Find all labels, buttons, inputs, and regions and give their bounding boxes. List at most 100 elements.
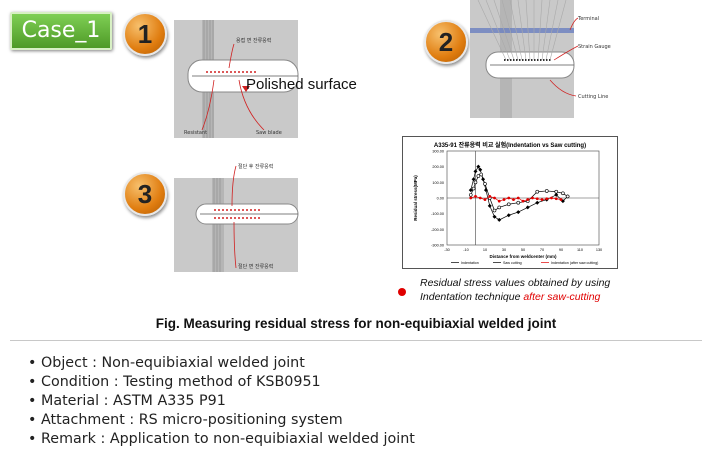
case-label: Case_1 <box>10 12 112 50</box>
chart-point <box>479 172 483 177</box>
chart-y-tick-label: -100.00 <box>431 212 444 216</box>
chart-point <box>526 198 530 201</box>
legend-note: Residual stress values obtained by using… <box>420 276 610 304</box>
section-divider <box>10 340 702 341</box>
info-bullet-list: Object : Non-equibiaxial welded joint Co… <box>28 354 415 449</box>
figure-caption: Fig. Measuring residual stress for non-e… <box>155 316 557 331</box>
chart-y-axis-label: Residual stress(MPa) <box>413 175 418 221</box>
chart-x-tick-label: 10 <box>483 248 487 252</box>
chart-point <box>473 169 478 174</box>
chart-point <box>535 189 540 194</box>
chart-point <box>559 198 563 201</box>
diagram-3-specimen: 절단 후 잔류응력 절단 면 잔류응력 <box>174 160 384 272</box>
chart-y-tick-label: -300.00 <box>431 244 444 248</box>
bullet-material: Material : ASTM A335 P91 <box>28 392 415 411</box>
chart-x-tick-label: -30 <box>444 248 450 252</box>
chart-point <box>554 192 559 197</box>
chart-point <box>506 202 511 207</box>
legend-note-line1: Residual stress values obtained by using <box>420 277 611 289</box>
diagram-2-label-cutting-line: Cutting Line <box>578 94 608 100</box>
chart-point <box>473 180 478 185</box>
chart-point <box>474 195 477 198</box>
polished-surface-label: Polished surface <box>246 76 357 93</box>
chart-point <box>468 188 473 193</box>
chart-x-tick-label: 110 <box>577 248 583 252</box>
chart-point <box>507 196 511 200</box>
chart-point <box>531 196 534 200</box>
chart-point <box>478 167 483 172</box>
chart-point <box>550 196 553 200</box>
chart-series-line <box>470 174 568 212</box>
diagram-1-label-left: Resistant <box>184 130 207 136</box>
chart-y-tick-label: 300.00 <box>432 150 444 154</box>
diagram-2-specimen: Terminal Strain Gauge Cutting Line <box>470 0 620 118</box>
chart-point <box>468 193 473 197</box>
chart-legend-entry: Indentation <box>461 261 479 265</box>
chart-x-tick-label: 50 <box>521 248 525 252</box>
legend-note-line2-prefix: Indentation technique <box>420 291 524 303</box>
chart-point <box>545 197 549 201</box>
chart-point <box>535 197 539 201</box>
chart-point <box>488 195 492 198</box>
bullet-remark: Remark : Application to non-equibiaxial … <box>28 430 415 449</box>
chart-point <box>487 203 492 208</box>
chart-point <box>492 208 497 213</box>
chart-point <box>502 198 506 201</box>
diagram-1-specimen: 용접 면 잔류응력 Resistant Saw blade <box>174 20 384 138</box>
chart-point <box>497 205 502 210</box>
chart-legend-entry: Indentation (after saw cutting) <box>551 261 598 265</box>
chart-point <box>554 189 559 194</box>
chart-point <box>516 196 520 200</box>
chart-point <box>544 189 549 193</box>
chart-point <box>516 200 521 205</box>
step-number-3: 3 <box>123 172 167 216</box>
chart-title: A335-91 잔류응력 비교 실험(Indentation vs Saw cu… <box>434 141 586 149</box>
chart-x-tick-label: -10 <box>463 248 469 252</box>
chart-point <box>476 164 481 169</box>
diagram-2-label-strain-gauge: Strain Gauge <box>578 44 611 50</box>
chart-y-tick-label: 0.00 <box>437 197 444 201</box>
chart-point <box>554 197 558 201</box>
chart-y-tick-label: -200.00 <box>431 228 444 232</box>
residual-stress-chart: A335-91 잔류응력 비교 실험(Indentation vs Saw cu… <box>402 136 618 269</box>
chart-point <box>469 196 473 200</box>
chart-point <box>471 177 476 182</box>
diagram-2-label-terminal: Terminal <box>577 16 599 22</box>
chart-point <box>493 196 496 200</box>
red-dot-marker-icon <box>398 288 406 296</box>
chart-point <box>497 217 502 222</box>
chart-point <box>492 214 497 219</box>
chart-x-tick-label: 70 <box>540 248 544 252</box>
chart-point <box>540 198 544 201</box>
chart-x-tick-label: 130 <box>596 248 602 252</box>
diagram-1-label-right: Saw blade <box>256 130 282 136</box>
chart-point <box>561 191 565 196</box>
bullet-condition: Condition : Testing method of KSB0951 <box>28 373 415 392</box>
chart-point <box>478 196 482 200</box>
diagram-1-callout-top: 용접 면 잔류응력 <box>236 37 271 44</box>
bullet-object: Object : Non-equibiaxial welded joint <box>28 354 415 373</box>
chart-point <box>476 174 481 178</box>
chart-point <box>521 199 525 203</box>
chart-y-tick-label: 200.00 <box>432 165 444 169</box>
chart-point <box>483 188 488 193</box>
step-number-1: 1 <box>123 12 167 56</box>
diagram-3-label-top: 절단 후 잔류응력 <box>238 163 273 170</box>
chart-point <box>535 200 540 205</box>
bullet-attachment: Attachment : RS micro-positioning system <box>28 411 415 430</box>
chart-point <box>497 199 501 203</box>
chart-point <box>506 213 511 218</box>
chart-x-tick-label: 90 <box>559 248 563 252</box>
chart-y-tick-label: 100.00 <box>432 181 444 185</box>
chart-point <box>483 198 487 201</box>
legend-note-line2-highlight: after saw-cutting <box>523 291 601 303</box>
chart-point <box>471 186 476 191</box>
step-number-2: 2 <box>424 20 468 64</box>
chart-x-axis-label: Distance from weldcenter (mm) <box>489 254 557 259</box>
chart-point <box>565 194 570 199</box>
chart-point <box>516 210 521 215</box>
chart-point <box>525 205 530 210</box>
chart-point <box>512 198 515 201</box>
diagram-3-label-bottom: 절단 면 잔류응력 <box>238 263 273 270</box>
chart-point <box>483 182 487 186</box>
